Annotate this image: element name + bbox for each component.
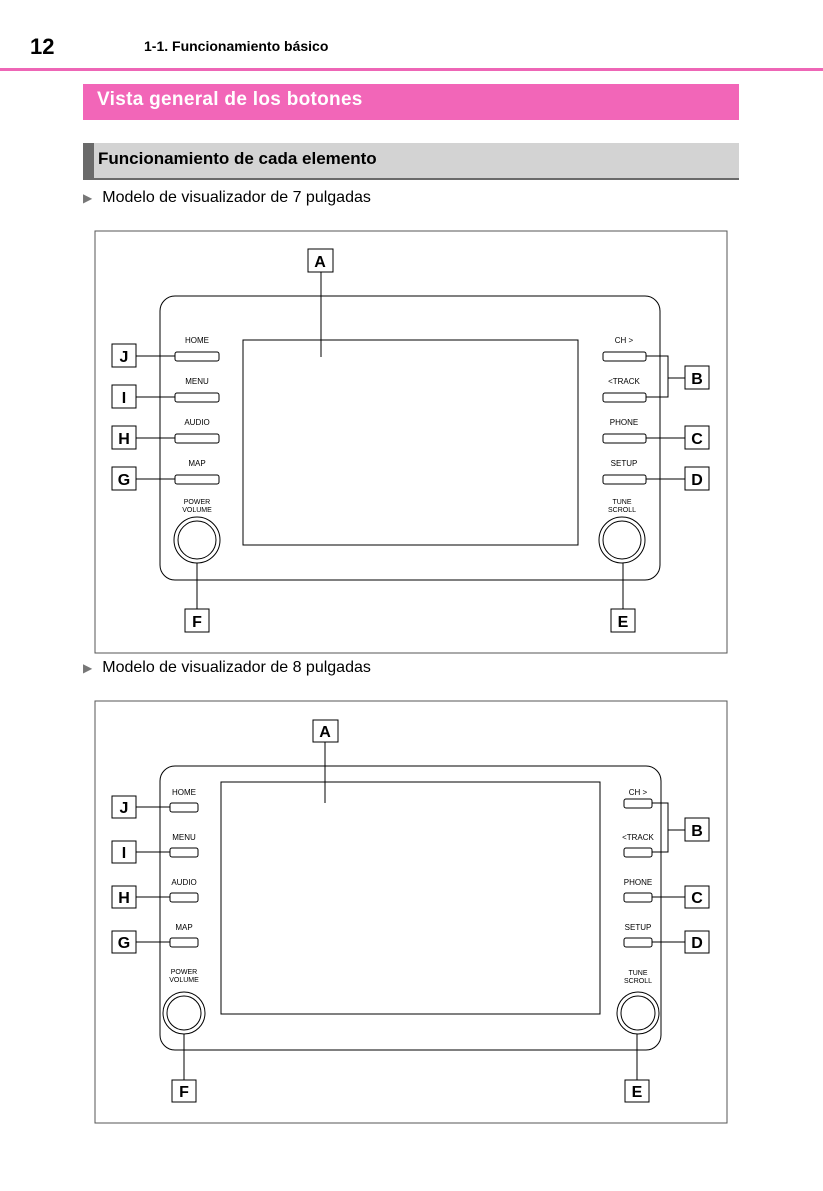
setup-button [602, 474, 647, 485]
phone-label: PHONE [624, 878, 652, 887]
caption-text: Modelo de visualizador de 7 pulgadas [102, 189, 371, 206]
callout-g: G [118, 935, 130, 952]
caption-8inch: ▶ Modelo de visualizador de 8 pulgadas [83, 659, 371, 677]
setup-label: SETUP [625, 923, 652, 932]
callout-j: J [120, 349, 129, 366]
section-title: Vista general de los botones [83, 84, 739, 120]
triangle-bullet-icon: ▶ [83, 191, 93, 205]
audio-button [174, 433, 220, 444]
callout-a: A [314, 254, 326, 271]
home-label: HOME [185, 336, 209, 345]
power-volume-knob [173, 516, 221, 564]
map-label: MAP [188, 459, 205, 468]
callout-h: H [118, 890, 130, 907]
audio-label: AUDIO [171, 878, 196, 887]
screen [220, 781, 601, 1015]
diagram-7inch: A J I H G F B C D E HOME MENU AUDIO MAP … [94, 230, 728, 654]
diagram-frame [94, 230, 728, 654]
audio-button [169, 892, 199, 903]
ch-label: CH > [615, 336, 634, 345]
volume-label: VOLUME [182, 507, 212, 514]
callout-j: J [120, 800, 129, 817]
callout-e: E [632, 1084, 643, 1101]
track-button [602, 392, 647, 403]
tune-scroll-knob [616, 991, 660, 1035]
menu-button [169, 847, 199, 858]
triangle-bullet-icon: ▶ [83, 661, 93, 675]
audio-label: AUDIO [184, 418, 209, 427]
caption-text: Modelo de visualizador de 8 pulgadas [102, 659, 371, 676]
callout-e: E [618, 614, 629, 631]
callout-f: F [192, 614, 202, 631]
subsection-title: Funcionamiento de cada elemento [83, 143, 739, 180]
phone-label: PHONE [610, 418, 638, 427]
map-label: MAP [175, 923, 192, 932]
callout-f: F [179, 1084, 189, 1101]
setup-label: SETUP [611, 459, 638, 468]
setup-button [623, 937, 653, 948]
callout-i: I [122, 390, 126, 407]
page-number: 12 [30, 34, 55, 59]
home-label: HOME [172, 788, 196, 797]
menu-label: MENU [172, 833, 196, 842]
power-label: POWER [184, 499, 210, 506]
callout-boxes [111, 248, 710, 633]
tune-scroll-knob [598, 516, 646, 564]
callout-c: C [691, 890, 703, 907]
ch-label: CH > [629, 788, 648, 797]
header-rule [0, 68, 823, 71]
callout-a: A [319, 724, 331, 741]
callout-g: G [118, 472, 130, 489]
phone-button [602, 433, 647, 444]
diagram-frame [94, 700, 728, 1124]
diagram-8inch: A J I H G F B C D E HOME MENU AUDIO MAP … [94, 700, 728, 1124]
tune-label: TUNE [628, 970, 647, 977]
callout-c: C [691, 431, 703, 448]
ch-button [623, 798, 653, 809]
caption-7inch: ▶ Modelo de visualizador de 7 pulgadas [83, 189, 371, 207]
screen [242, 339, 579, 546]
phone-button [623, 892, 653, 903]
scroll-label: SCROLL [624, 978, 652, 985]
callout-d: D [691, 472, 703, 489]
map-button [174, 474, 220, 485]
leader-lines [136, 272, 685, 609]
callout-b: B [691, 823, 703, 840]
menu-label: MENU [185, 377, 209, 386]
menu-button [174, 392, 220, 403]
tune-label: TUNE [612, 499, 631, 506]
track-button [623, 847, 653, 858]
volume-label: VOLUME [169, 977, 199, 984]
callout-b: B [691, 371, 703, 388]
power-volume-knob [162, 991, 206, 1035]
home-button [169, 802, 199, 813]
head-unit [159, 295, 661, 581]
track-label: <TRACK [622, 833, 654, 842]
ch-button [602, 351, 647, 362]
callout-h: H [118, 431, 130, 448]
scroll-label: SCROLL [608, 507, 636, 514]
home-button [174, 351, 220, 362]
callout-i: I [122, 845, 126, 862]
track-label: <TRACK [608, 377, 640, 386]
map-button [169, 937, 199, 948]
power-label: POWER [171, 969, 197, 976]
callout-d: D [691, 935, 703, 952]
chapter-title: 1-1. Funcionamiento básico [144, 38, 329, 54]
head-unit [159, 765, 662, 1051]
